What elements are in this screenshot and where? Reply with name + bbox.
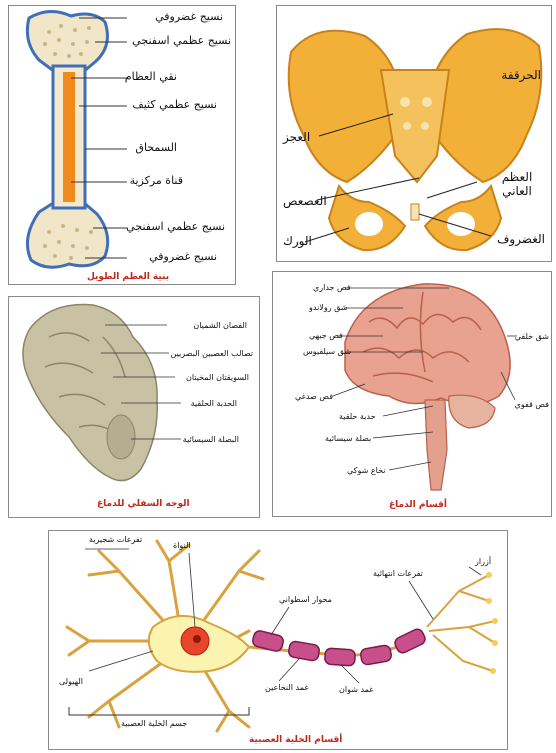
brainstem <box>425 400 447 490</box>
brain-side-label-rolando: شق رولاندو <box>309 303 348 312</box>
brain-side-label-sylvius: شق سيلفيوس <box>303 347 351 356</box>
pubic-cartilage <box>411 204 419 220</box>
bone-label-3: نقي العظام <box>125 70 177 83</box>
bone-caption: بنية العظم الطويل <box>87 272 169 282</box>
brain-side-label-frontal: فص جبهي <box>309 331 343 340</box>
pelvis-label-cartilage: الغضروف <box>497 232 545 246</box>
brain-side-label-spinal: نخاع شوكي <box>347 466 385 475</box>
neuron-label-schwann: غمد شوان <box>339 685 373 694</box>
brain-side-label-pons: حدبة حلقية <box>339 412 376 421</box>
pelvis-illustration <box>277 6 553 263</box>
neuron-illustration <box>49 531 509 751</box>
pelvis-label-ilium: الحرقفة <box>501 68 541 82</box>
brain-bottom-label-3: السويقتان المخيتان <box>186 373 249 382</box>
long-bone-panel: نسيج غضروفي نسيج عظمي اسفنجي نقي العظام … <box>8 5 236 285</box>
brain-bottom-label-2: تصالب العصبين البصريين <box>170 349 253 358</box>
bone-label-7: نسيج عظمي اسفنجي <box>126 220 225 233</box>
neuron-label-myelin: غمد النخاعين <box>265 683 309 692</box>
brain-bottom-mass <box>23 304 157 480</box>
sacrum <box>381 70 449 182</box>
pelvis-panel: الحرقفة العجز العظم العاني العصعص الورك … <box>276 5 552 262</box>
bone-label-5: السمحاق <box>135 141 177 154</box>
pelvis-label-sacrum: العجز <box>283 130 310 144</box>
brain-side-label-posterior: شق خلفي <box>515 332 549 341</box>
neuron-caption: أقسام الخلية العصبية <box>249 735 342 745</box>
neuron-label-buttons: أزرار <box>475 557 491 566</box>
brain-bottom-caption: الوجه السفلي للدماغ <box>97 499 190 509</box>
bone-label-8: نسيج غضروفي <box>149 250 217 263</box>
brain-bottom-label-1: الفصان الشميان <box>193 321 247 330</box>
bone-label-1: نسيج غضروفي <box>155 10 223 23</box>
neuron-panel: تفرعات شجيرية النواة محوار اسطواني تفرعا… <box>48 530 508 750</box>
brain-side-caption: أقسام الدماغ <box>389 500 447 510</box>
brain-bottom-label-4: الحدبة الحلقية <box>191 399 237 408</box>
bone-label-6: قناة مركزية <box>130 174 183 187</box>
neuron-label-axon: محوار اسطواني <box>279 595 332 604</box>
neuron-label-dendrites: تفرعات شجيرية <box>89 535 142 544</box>
brain-bottom-panel: الفصان الشميان تصالب العصبين البصريين ال… <box>8 296 260 518</box>
neuron-label-nucleus: النواة <box>173 541 191 550</box>
pelvis-left-wing <box>289 31 401 182</box>
neuron-label-cell-body: جسم الخلية العصبية <box>121 719 187 728</box>
bone-lower-epiphysis <box>27 202 107 267</box>
neuron-label-terminals: تفرعات انتهائية <box>373 569 423 578</box>
pelvis-label-coccyx: العصعص <box>283 194 327 208</box>
bone-label-2: نسيج عظمي اسفنجي <box>132 34 231 47</box>
brain-side-label-occipital: فص قفوي <box>515 400 549 409</box>
pelvis-label-hip: الورك <box>283 234 312 248</box>
brain-side-label-parietal: فص جداري <box>313 283 351 292</box>
cerebrum <box>345 284 510 405</box>
bone-label-4: نسيج عظمي كثيف <box>132 98 217 111</box>
brain-side-panel: فص جداري شق رولاندو فص جبهي شق سيلفيوس ف… <box>272 271 552 517</box>
brain-side-label-temporal: فص صدغي <box>295 392 333 401</box>
neuron-label-cytoplasm: الهيولى <box>59 677 83 686</box>
pelvis-right-wing <box>429 29 541 182</box>
brain-bottom-label-5: البصلة السيسائية <box>183 435 239 444</box>
pelvis-label-pubis: العظم العاني <box>489 170 545 198</box>
long-bone-illustration <box>9 6 237 286</box>
brain-side-label-medulla: بصلة سيسائية <box>325 434 371 443</box>
brain-bottom-illustration <box>9 297 261 519</box>
